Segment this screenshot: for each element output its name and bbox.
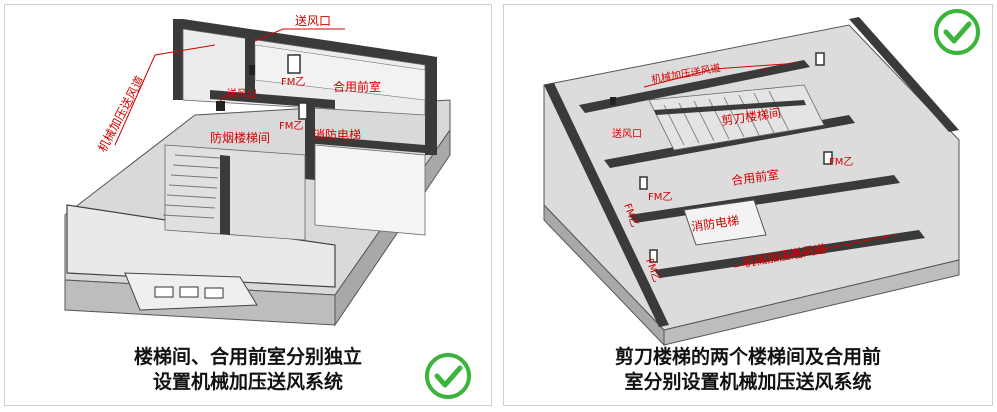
- right-caption: 剪刀楼梯的两个楼梯间及合用前 室分别设置机械加压送风系统: [504, 345, 992, 395]
- left-caption-line-1: 楼梯间、合用前室分别独立: [133, 346, 362, 368]
- label-fire-elevator: 消防电梯: [313, 127, 361, 142]
- right-caption-line-1: 剪刀楼梯的两个楼梯间及合用前: [614, 346, 881, 368]
- left-diagram-panel: 送风口 机械加压送风道 送风口 FM乙 合用前室 FM乙 防烟楼梯间 消防电梯 …: [4, 4, 492, 406]
- label-fm-left-1: FM乙: [648, 191, 672, 203]
- label-smoke-stair: 防烟楼梯间: [210, 130, 270, 145]
- check-circle-icon: [934, 9, 980, 55]
- check-circle-icon: [425, 353, 471, 399]
- label-fm-door-1: FM乙: [281, 76, 305, 88]
- label-shared-anteroom-right: 合用前室: [730, 166, 780, 188]
- left-floor-plan-illustration: 送风口 机械加压送风道 送风口 FM乙 合用前室 FM乙 防烟楼梯间 消防电梯: [64, 13, 451, 327]
- label-supply-outlet-top: 送风口: [295, 13, 331, 28]
- label-supply-outlet-mid: 送风口: [227, 87, 257, 100]
- label-supply-outlet: 送风口: [612, 127, 642, 140]
- left-caption-line-2: 设置机械加压送风系统: [152, 371, 343, 393]
- label-pressurized-duct: 机械加压送风道: [94, 73, 147, 154]
- left-caption: 楼梯间、合用前室分别独立 设置机械加压送风系统: [5, 345, 491, 395]
- right-caption-line-2: 室分别设置机械加压送风系统: [624, 371, 872, 393]
- label-fire-elevator-right: 消防电梯: [690, 212, 740, 234]
- label-shared-anteroom: 合用前室: [333, 79, 381, 94]
- right-diagram-panel: 机械加压送风道 送风口 剪刀楼梯间 FM乙 FM乙 合用前室 FM乙 消防电梯 …: [503, 4, 993, 406]
- right-floor-plan-illustration: 机械加压送风道 送风口 剪刀楼梯间 FM乙 FM乙 合用前室 FM乙 消防电梯 …: [543, 17, 960, 347]
- label-fm-door-2: FM乙: [279, 120, 303, 132]
- label-fm-top-right: FM乙: [829, 156, 853, 168]
